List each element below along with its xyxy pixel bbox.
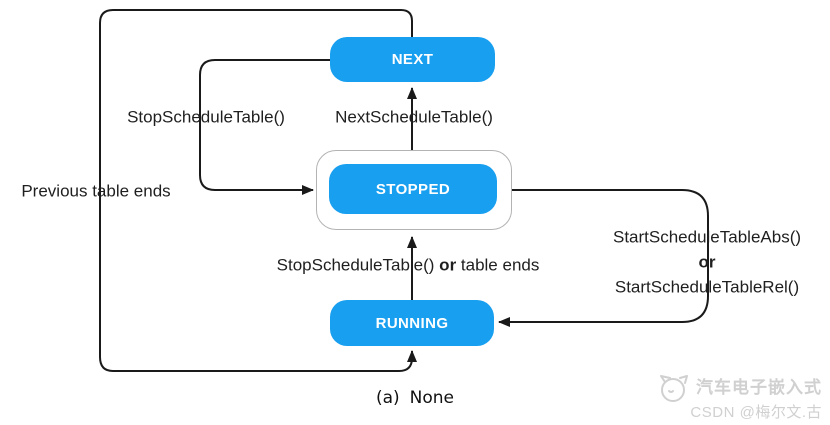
cat-face-icon <box>660 374 688 402</box>
label-stop-schedule-or-table-ends: StopScheduleTable() or table ends <box>276 255 540 275</box>
state-next: NEXT <box>330 37 495 82</box>
arrow-stopped-to-running <box>498 189 709 327</box>
state-running: RUNNING <box>330 300 494 346</box>
label-stop-schedule-table: StopScheduleTable() <box>127 107 285 127</box>
arrow-next-to-running <box>99 9 417 372</box>
label-previous-table-ends: Previous table ends <box>21 181 171 201</box>
arrow-next-to-stopped <box>199 59 330 195</box>
caption-prefix: (a) <box>375 388 400 408</box>
state-stopped: STOPPED <box>329 164 497 214</box>
label-start-or: or <box>698 252 716 272</box>
label-next-schedule-table: NextScheduleTable() <box>335 107 493 127</box>
label-start-rel: StartScheduleTableRel() <box>614 277 800 297</box>
state-stopped-label: STOPPED <box>375 180 451 198</box>
state-next-label: NEXT <box>391 51 434 68</box>
watermark-handle: CSDN @梅尔文.古 <box>690 403 822 421</box>
state-stopped-outer: STOPPED <box>316 150 512 230</box>
figure-caption: (a) None <box>376 388 454 408</box>
watermark-brand: 汽车电子嵌入式 <box>696 377 822 397</box>
watermark: 汽车电子嵌入式 CSDN @梅尔文.古 <box>658 374 822 423</box>
label-start-abs: StartScheduleTableAbs() <box>612 227 802 247</box>
caption-text: None <box>409 388 455 408</box>
state-running-label: RUNNING <box>375 314 449 332</box>
label-start-schedule-table: StartScheduleTableAbs() or StartSchedule… <box>613 225 801 300</box>
